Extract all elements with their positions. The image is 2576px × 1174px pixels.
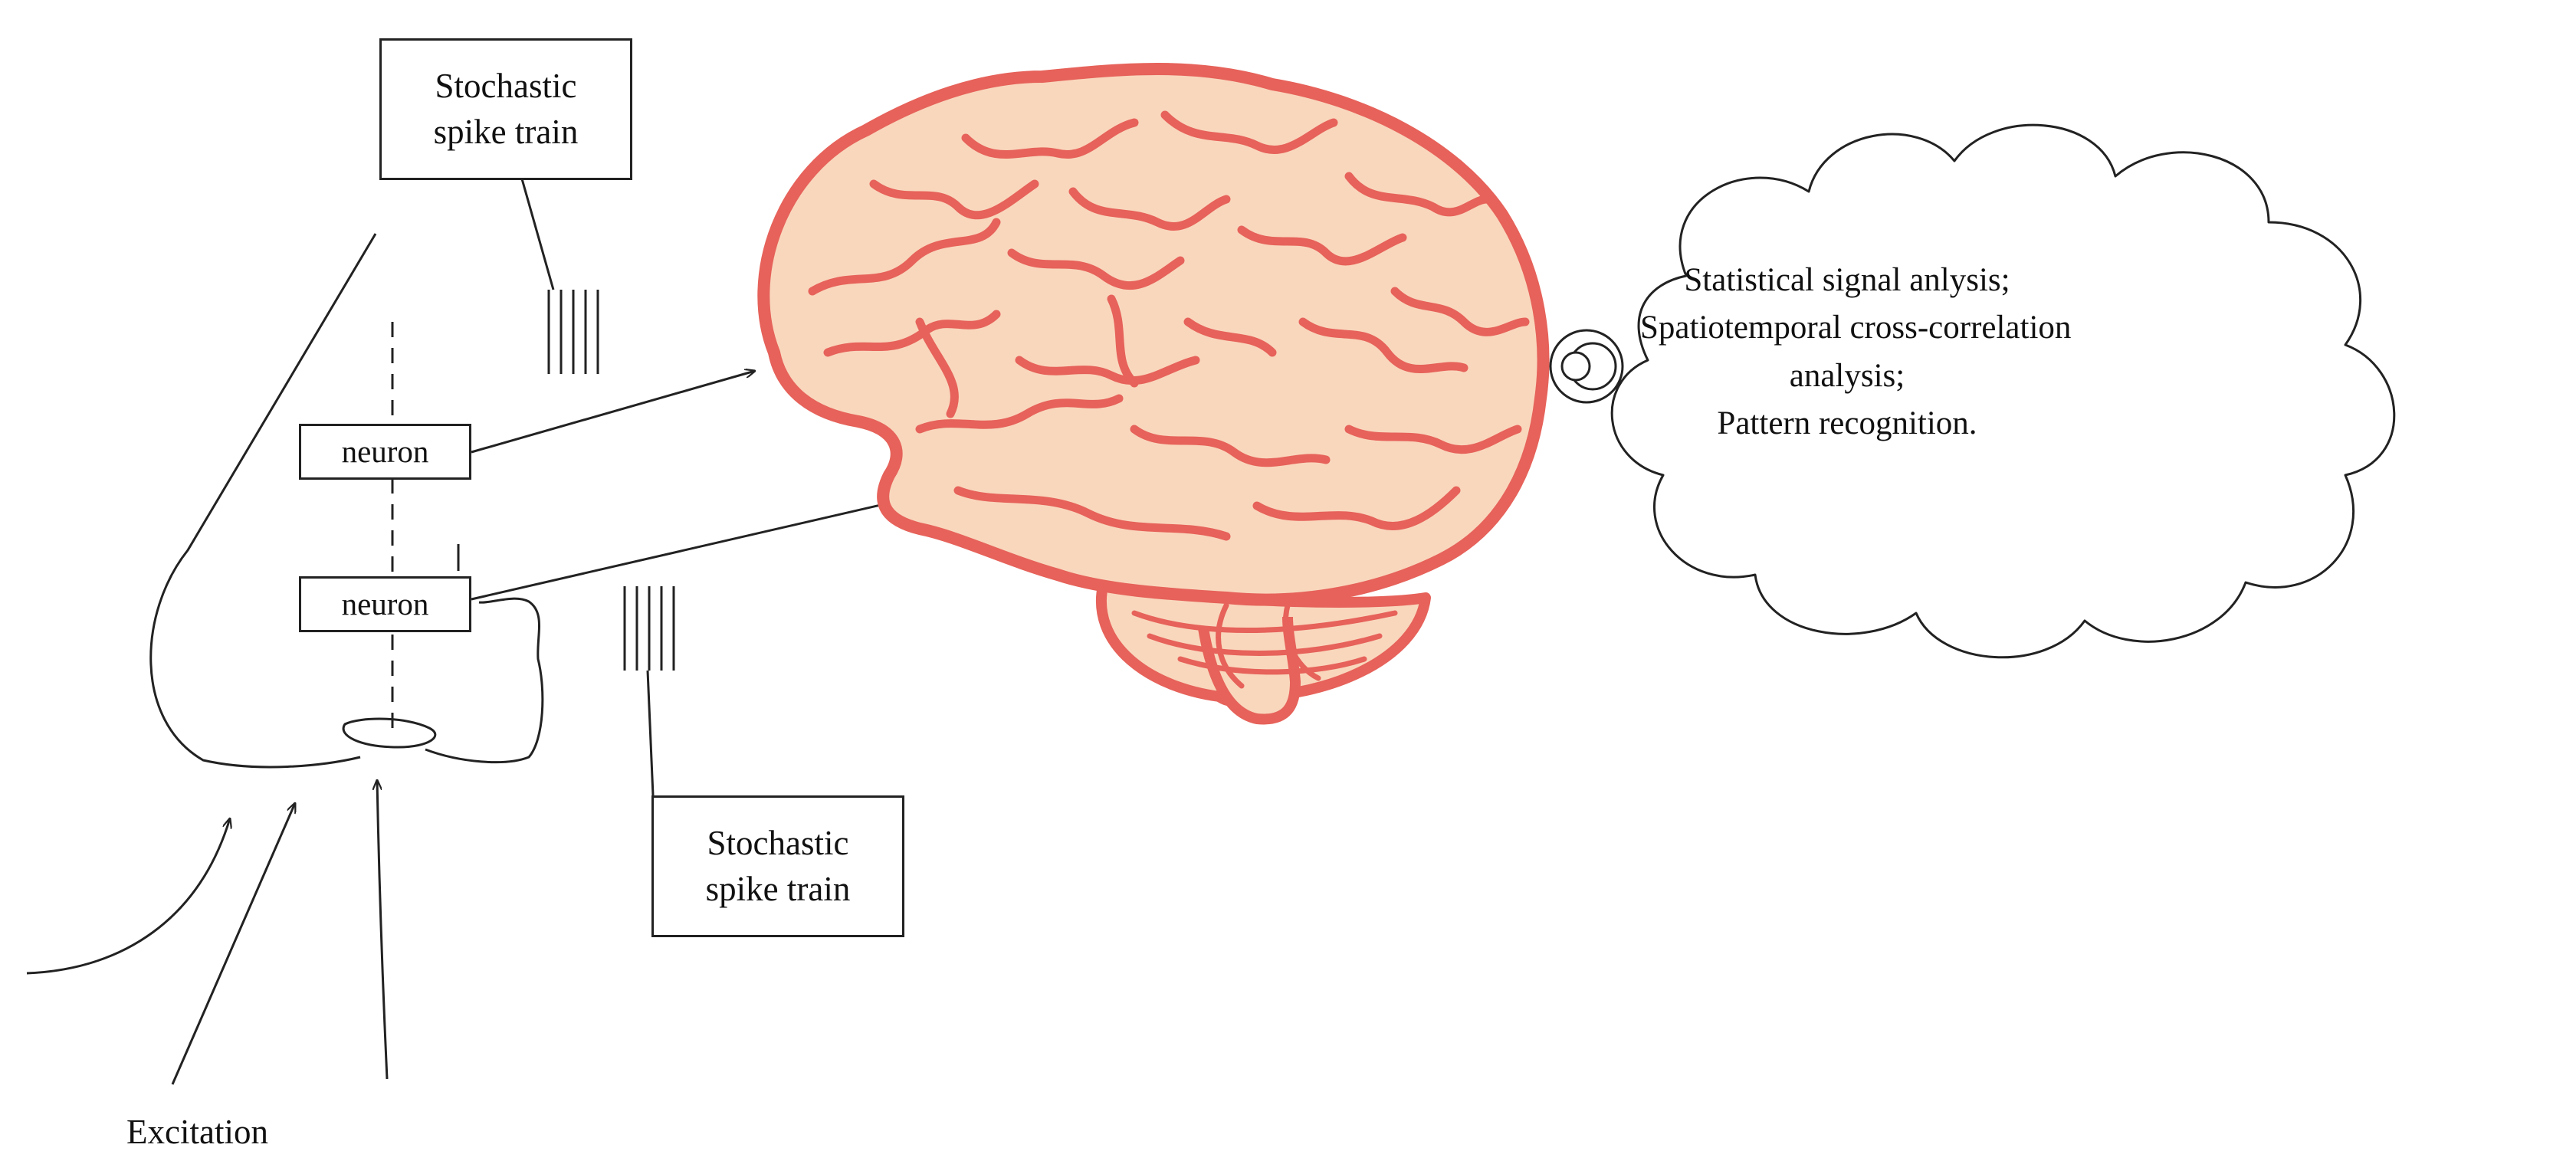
thought-line-3: analysis; — [1789, 357, 1905, 394]
spike-train-bottom-line2: spike train — [705, 869, 851, 908]
neuron-lower-text: neuron — [341, 586, 429, 622]
spike-train-label-top: Stochastic spike train — [379, 38, 632, 180]
spike-train-bottom — [623, 586, 675, 796]
brain-icon — [757, 63, 1550, 725]
neuron-upper-arrow — [471, 371, 755, 454]
spike-train-top-line1: Stochastic — [435, 67, 577, 106]
spike-train-label-bottom: Stochastic spike train — [651, 795, 904, 937]
thought-cloud-icon — [1610, 123, 2396, 659]
neuron-upper-text: neuron — [341, 434, 429, 470]
thought-bubbles — [1549, 329, 1624, 404]
thought-line-2: Spatiotemporal cross-correlation — [1640, 310, 2072, 346]
neuron-lower-arrow — [471, 500, 901, 601]
excitation-arrows — [26, 780, 389, 1085]
thought-line-1: Statistical signal anlysis; — [1684, 262, 2010, 298]
spike-train-top — [520, 175, 599, 374]
neuron-label-lower: neuron — [299, 576, 471, 632]
thought-text: Statistical signal anlysis; Spatiotempor… — [1640, 257, 2072, 448]
spike-train-top-line2: spike train — [433, 112, 579, 151]
neuron-label-upper: neuron — [299, 424, 471, 480]
nose-outline-icon — [149, 233, 544, 769]
spike-train-bottom-line1: Stochastic — [707, 824, 849, 863]
thought-line-4: Pattern recognition. — [1717, 405, 1977, 442]
excitation-label: Excitation — [126, 1113, 268, 1151]
